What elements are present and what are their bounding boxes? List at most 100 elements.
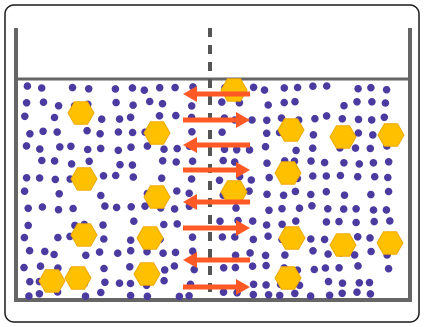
water-molecule-dot-icon bbox=[36, 290, 44, 298]
water-molecule-dot-icon bbox=[96, 130, 104, 138]
water-molecule-dot-icon bbox=[129, 84, 137, 92]
water-molecule-dot-icon bbox=[172, 249, 180, 257]
water-molecule-dot-icon bbox=[127, 236, 135, 244]
water-molecule-dot-icon bbox=[97, 289, 105, 297]
water-molecule-dot-icon bbox=[69, 205, 77, 213]
water-molecule-dot-icon bbox=[84, 146, 92, 154]
water-molecule-dot-icon bbox=[324, 205, 332, 213]
water-molecule-dot-icon bbox=[356, 279, 364, 287]
water-molecule-dot-icon bbox=[311, 266, 319, 274]
water-molecule-dot-icon bbox=[160, 145, 168, 153]
water-molecule-dot-icon bbox=[85, 85, 93, 93]
water-molecule-dot-icon bbox=[263, 117, 271, 125]
water-molecule-dot-icon bbox=[246, 249, 254, 257]
water-molecule-dot-icon bbox=[127, 114, 135, 122]
water-molecule-dot-icon bbox=[23, 174, 31, 182]
water-molecule-dot-icon bbox=[323, 172, 331, 180]
water-molecule-dot-icon bbox=[307, 157, 315, 165]
water-molecule-dot-icon bbox=[67, 143, 75, 151]
water-molecule-dot-icon bbox=[291, 98, 299, 106]
water-molecule-dot-icon bbox=[158, 174, 166, 182]
water-molecule-dot-icon bbox=[188, 102, 196, 110]
water-molecule-dot-icon bbox=[160, 277, 168, 285]
water-molecule-dot-icon bbox=[381, 114, 389, 122]
water-molecule-dot-icon bbox=[130, 217, 138, 225]
water-molecule-dot-icon bbox=[352, 144, 360, 152]
water-molecule-dot-icon bbox=[38, 84, 46, 92]
water-molecule-dot-icon bbox=[36, 174, 44, 182]
water-molecule-dot-icon bbox=[325, 278, 333, 286]
water-molecule-dot-icon bbox=[265, 291, 273, 299]
water-molecule-dot-icon bbox=[354, 262, 362, 270]
water-molecule-dot-icon bbox=[189, 233, 197, 241]
water-molecule-dot-icon bbox=[82, 252, 90, 260]
water-molecule-dot-icon bbox=[188, 128, 196, 136]
water-molecule-dot-icon bbox=[249, 262, 257, 270]
water-molecule-dot-icon bbox=[25, 292, 33, 300]
water-molecule-dot-icon bbox=[248, 176, 256, 184]
water-molecule-dot-icon bbox=[370, 206, 378, 214]
water-molecule-dot-icon bbox=[127, 143, 135, 151]
water-molecule-dot-icon bbox=[189, 157, 197, 165]
water-molecule-dot-icon bbox=[185, 292, 193, 300]
water-molecule-dot-icon bbox=[173, 145, 181, 153]
water-molecule-dot-icon bbox=[262, 281, 270, 289]
water-molecule-dot-icon bbox=[24, 222, 32, 230]
water-molecule-dot-icon bbox=[51, 157, 59, 165]
water-molecule-dot-icon bbox=[265, 207, 273, 215]
water-molecule-dot-icon bbox=[36, 145, 44, 153]
water-molecule-dot-icon bbox=[126, 263, 134, 271]
water-molecule-dot-icon bbox=[370, 159, 378, 167]
water-molecule-dot-icon bbox=[354, 85, 362, 93]
water-molecule-dot-icon bbox=[356, 160, 364, 168]
water-molecule-dot-icon bbox=[294, 84, 302, 92]
water-molecule-dot-icon bbox=[281, 84, 289, 92]
water-molecule-dot-icon bbox=[116, 115, 124, 123]
water-molecule-dot-icon bbox=[322, 264, 330, 272]
water-molecule-dot-icon bbox=[264, 101, 272, 109]
water-molecule-dot-icon bbox=[219, 157, 227, 165]
water-molecule-dot-icon bbox=[311, 115, 319, 123]
water-molecule-dot-icon bbox=[113, 204, 121, 212]
water-molecule-dot-icon bbox=[68, 160, 76, 168]
water-molecule-dot-icon bbox=[383, 86, 391, 94]
water-molecule-dot-icon bbox=[338, 290, 346, 298]
water-molecule-dot-icon bbox=[367, 290, 375, 298]
water-molecule-dot-icon bbox=[99, 221, 107, 229]
water-molecule-dot-icon bbox=[385, 188, 393, 196]
water-molecule-dot-icon bbox=[261, 86, 269, 94]
water-molecule-dot-icon bbox=[216, 177, 224, 185]
water-molecule-dot-icon bbox=[98, 115, 106, 123]
water-molecule-dot-icon bbox=[51, 114, 59, 122]
water-molecule-dot-icon bbox=[21, 113, 29, 121]
water-molecule-dot-icon bbox=[340, 102, 348, 110]
water-molecule-dot-icon bbox=[69, 84, 77, 92]
water-molecule-dot-icon bbox=[26, 247, 34, 255]
water-molecule-dot-icon bbox=[23, 99, 31, 107]
water-molecule-dot-icon bbox=[129, 129, 137, 137]
water-molecule-dot-icon bbox=[341, 191, 349, 199]
water-molecule-dot-icon bbox=[291, 290, 299, 298]
water-molecule-dot-icon bbox=[321, 159, 329, 167]
water-molecule-dot-icon bbox=[352, 205, 360, 213]
water-molecule-dot-icon bbox=[385, 265, 393, 273]
water-molecule-dot-icon bbox=[262, 262, 270, 270]
water-molecule-dot-icon bbox=[144, 293, 152, 301]
water-molecule-dot-icon bbox=[156, 112, 164, 120]
water-molecule-dot-icon bbox=[82, 292, 90, 300]
water-molecule-dot-icon bbox=[159, 157, 167, 165]
water-molecule-dot-icon bbox=[159, 249, 167, 257]
water-molecule-dot-icon bbox=[383, 206, 391, 214]
water-molecule-dot-icon bbox=[321, 236, 329, 244]
water-molecule-dot-icon bbox=[54, 234, 62, 242]
water-molecule-dot-icon bbox=[309, 172, 317, 180]
water-molecule-dot-icon bbox=[367, 145, 375, 153]
water-molecule-dot-icon bbox=[56, 143, 64, 151]
water-molecule-dot-icon bbox=[263, 159, 271, 167]
water-molecule-dot-icon bbox=[116, 279, 124, 287]
water-molecule-dot-icon bbox=[310, 131, 318, 139]
water-molecule-dot-icon bbox=[127, 292, 135, 300]
water-molecule-dot-icon bbox=[296, 204, 304, 212]
water-molecule-dot-icon bbox=[37, 262, 45, 270]
